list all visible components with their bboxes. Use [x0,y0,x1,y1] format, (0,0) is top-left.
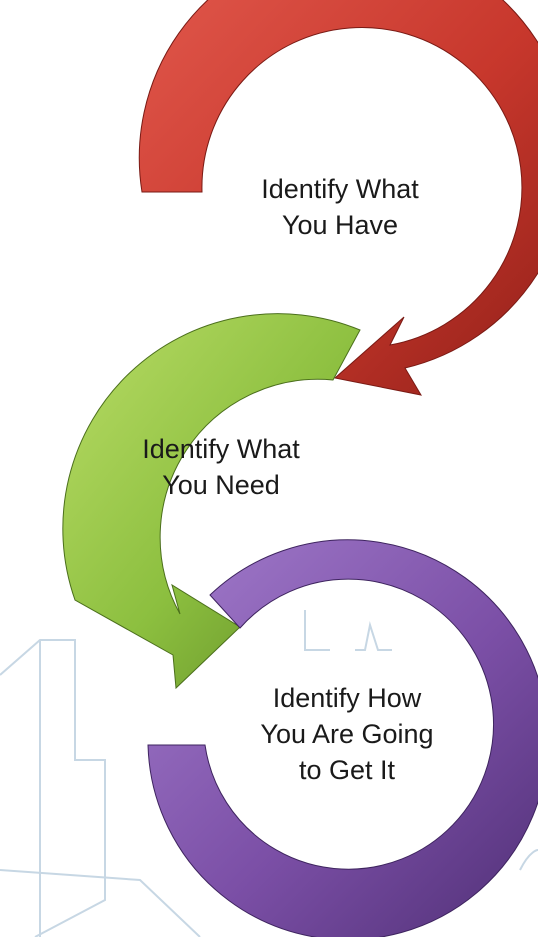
step-label-line: to Get It [298,755,396,785]
step-label-line: Identify What [142,434,300,464]
step-arrow-have [138,0,538,396]
step-label-line: Identify How [272,683,422,713]
step-label-line: You Have [281,210,399,240]
step-arrow-get [147,539,538,941]
step-label-have: Identify What You Have [220,171,460,243]
step-arrow-need [62,313,361,690]
step-label-line: You Need [162,470,280,500]
step-label-line: Identify What [261,174,419,204]
step-label-get: Identify How You Are Going to Get It [222,680,472,788]
step-label-line: You Are Going [260,719,434,749]
step-label-need: Identify What You Need [96,431,346,503]
